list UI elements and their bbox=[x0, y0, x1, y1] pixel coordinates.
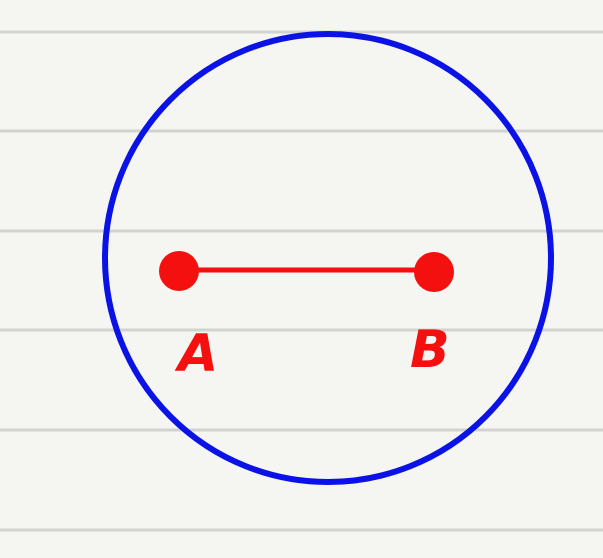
point-b-label: B bbox=[410, 320, 450, 380]
circle bbox=[102, 31, 554, 485]
point-a-label: A bbox=[174, 324, 218, 384]
point-b-dot bbox=[414, 252, 454, 292]
point-a-dot bbox=[159, 251, 199, 291]
ruled-lines bbox=[0, 30, 603, 532]
